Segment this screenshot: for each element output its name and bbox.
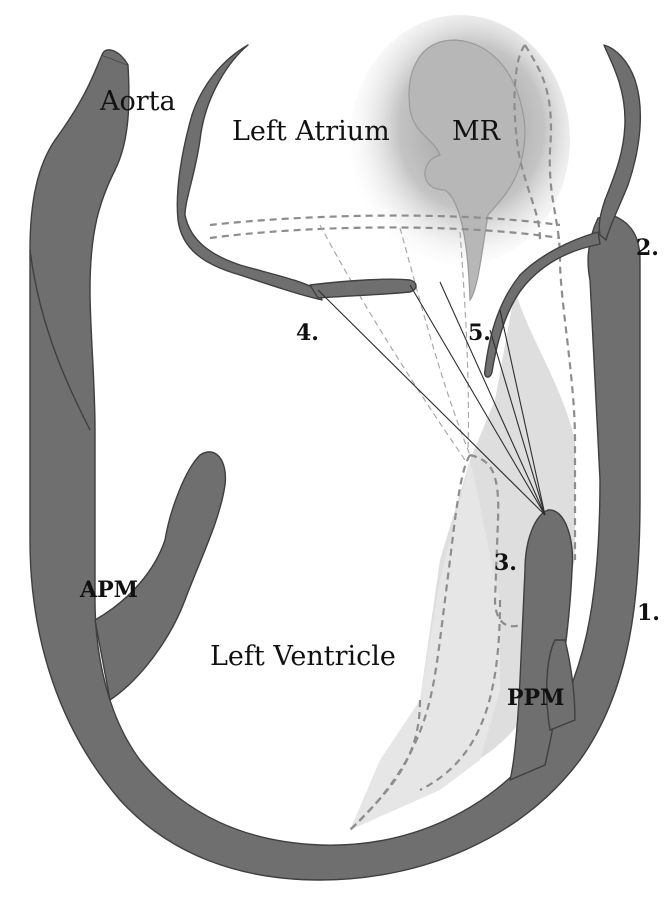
label-3: 3. bbox=[494, 550, 517, 576]
label-apm: APM bbox=[79, 577, 138, 603]
label-aorta: Aorta bbox=[99, 86, 176, 117]
label-left-atrium: Left Atrium bbox=[232, 116, 390, 147]
label-2: 2. bbox=[636, 235, 659, 261]
label-5: 5. bbox=[468, 320, 491, 346]
label-4: 4. bbox=[296, 320, 319, 346]
label-mr: MR bbox=[452, 116, 501, 147]
label-left-ventricle: Left Ventricle bbox=[210, 641, 396, 672]
mr-jet bbox=[350, 15, 570, 300]
label-ppm: PPM bbox=[507, 685, 564, 711]
label-1: 1. bbox=[637, 600, 660, 626]
